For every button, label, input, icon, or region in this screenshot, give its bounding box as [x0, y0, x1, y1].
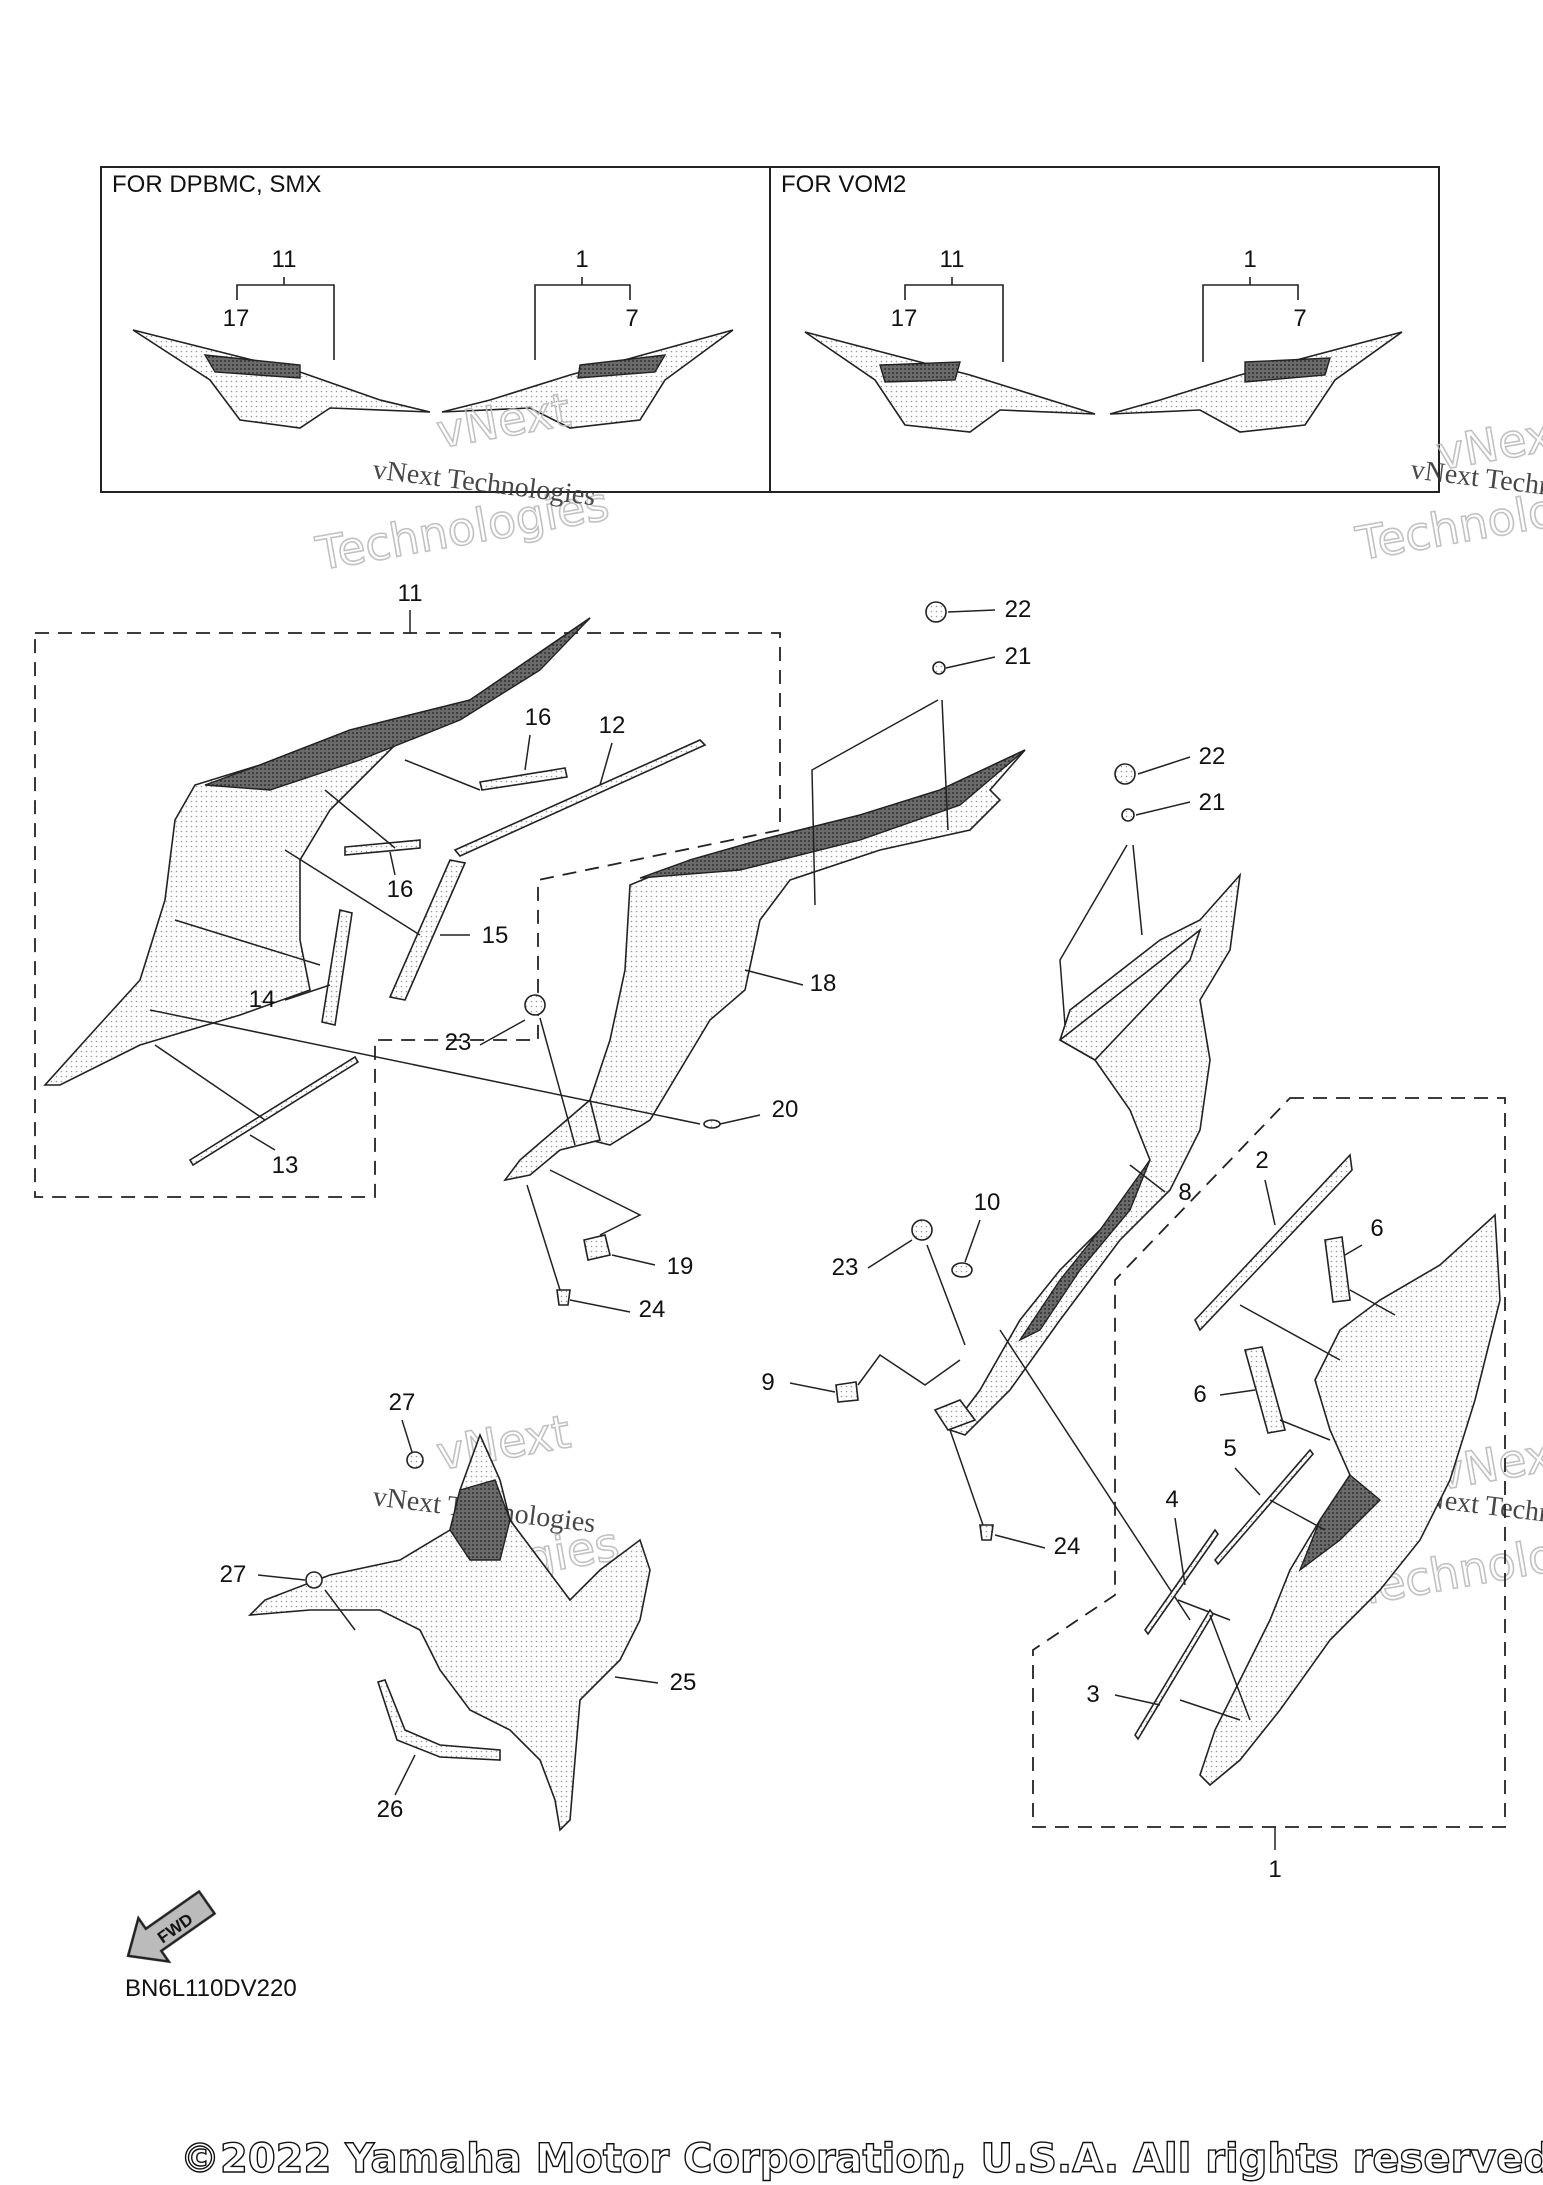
- callout-17: 17: [891, 305, 918, 332]
- callout-13: 13: [272, 1152, 299, 1179]
- screw-22: [1114, 763, 1136, 785]
- inset-header: FOR DPBMC, SMX: [112, 171, 321, 198]
- diagram-code: BN6L110DV220: [125, 1975, 297, 2002]
- callout-16: 16: [525, 704, 552, 731]
- clip-27-upper: [406, 1451, 424, 1469]
- callout-3: 3: [1086, 1681, 1099, 1708]
- callout-16: 16: [387, 876, 414, 903]
- svg-text:vNext: vNext: [433, 1404, 575, 1481]
- assembly-center-18: 18 22 21 23 20 19 24: [149, 596, 1032, 1323]
- callout-21: 21: [1199, 789, 1226, 816]
- side-cover-left-thumb: [804, 331, 1096, 433]
- nut-21: [932, 661, 946, 675]
- callout-27: 27: [220, 1561, 247, 1588]
- callout-1: 1: [575, 246, 588, 273]
- callout-25: 25: [670, 1669, 697, 1696]
- callout-26: 26: [377, 1796, 404, 1823]
- trim-26: [376, 1679, 501, 1761]
- callout-10: 10: [974, 1189, 1001, 1216]
- inset-box-vom2: FOR VOM2 11 17 1 7: [769, 166, 1440, 493]
- callout-6: 6: [1370, 1215, 1383, 1242]
- clip-27-left: [305, 1571, 323, 1589]
- callout-8: 8: [1178, 1179, 1191, 1206]
- pad-16-lower: [344, 839, 421, 856]
- callout-23: 23: [445, 1029, 472, 1056]
- pad-14: [321, 909, 353, 1026]
- bracket-18: [503, 1098, 601, 1182]
- callout-11: 11: [940, 246, 965, 273]
- callout-19: 19: [667, 1253, 694, 1280]
- assembly-right-8: 22 21 8 23 10 9 24: [761, 743, 1242, 1621]
- callout-20: 20: [772, 1096, 799, 1123]
- callout-22: 22: [1005, 596, 1032, 623]
- pad-15: [388, 859, 467, 1001]
- side-cover-right-thumb: [1109, 331, 1403, 433]
- callout-4: 4: [1165, 1486, 1178, 1513]
- callout-17: 17: [223, 305, 250, 332]
- bracket-lower: [933, 1399, 977, 1431]
- pad-6-lower: [1243, 1346, 1287, 1434]
- callout-5: 5: [1223, 1435, 1236, 1462]
- callout-23: 23: [832, 1254, 859, 1281]
- strip-3: [1134, 1608, 1214, 1741]
- callout-11-main: 11: [398, 580, 423, 607]
- callout-11: 11: [272, 246, 297, 273]
- bolt-24: [556, 1289, 571, 1306]
- callout-6: 6: [1193, 1381, 1206, 1408]
- screw-22: [925, 601, 947, 623]
- inset-box-dpbmc-smx: FOR DPBMC, SMX 11 17 1 7: [100, 166, 771, 493]
- bolt-24: [979, 1524, 994, 1541]
- callout-12: 12: [599, 712, 626, 739]
- callout-2: 2: [1255, 1147, 1268, 1174]
- grommet-20: [703, 1119, 721, 1129]
- nut-21: [1121, 808, 1135, 822]
- callout-15: 15: [482, 922, 509, 949]
- pad-16-upper: [479, 767, 568, 791]
- callout-1: 1: [1243, 246, 1256, 273]
- bracket-8: [948, 872, 1242, 1436]
- copyright-notice: ©2022 Yamaha Motor Corporation, U.S.A. A…: [180, 2136, 1543, 2182]
- fwd-arrow: FWD: [126, 1889, 217, 1964]
- strip-13: [188, 1055, 360, 1167]
- assembly-lower-25: 27 27 25 26: [220, 1389, 697, 1832]
- callout-7: 7: [625, 305, 638, 332]
- callout-27: 27: [389, 1389, 416, 1416]
- panel-25: [247, 1432, 651, 1832]
- inset-header: FOR VOM2: [781, 171, 906, 198]
- strip-4: [1144, 1528, 1219, 1636]
- assembly-11: 11 12 16 16 15 14 13: [34, 580, 781, 1198]
- side-cover-right-thumb: [441, 329, 734, 429]
- screw-23: [524, 994, 546, 1016]
- strip-2: [1194, 1153, 1353, 1332]
- assembly-1: 1 2 6 6 5 4 3: [1032, 1097, 1506, 1883]
- callout-22: 22: [1199, 743, 1226, 770]
- callout-7: 7: [1293, 305, 1306, 332]
- callout-24: 24: [639, 1296, 666, 1323]
- clip-9: [835, 1381, 859, 1403]
- callout-14: 14: [249, 986, 276, 1013]
- cover-18: [568, 749, 1026, 1146]
- strip-12: [453, 739, 707, 857]
- screw-23: [911, 1219, 933, 1241]
- callout-21: 21: [1005, 643, 1032, 670]
- strip-5: [1213, 1448, 1315, 1566]
- callout-1-main: 1: [1268, 1856, 1281, 1883]
- callout-9: 9: [761, 1369, 774, 1396]
- callout-24: 24: [1054, 1533, 1081, 1560]
- grommet-10: [951, 1262, 973, 1278]
- clip-19: [583, 1234, 611, 1261]
- svg-text:vNext: vNext: [433, 382, 575, 459]
- pad-6-upper: [1324, 1236, 1351, 1303]
- callout-18: 18: [810, 970, 837, 997]
- side-cover-left-thumb: [132, 329, 431, 429]
